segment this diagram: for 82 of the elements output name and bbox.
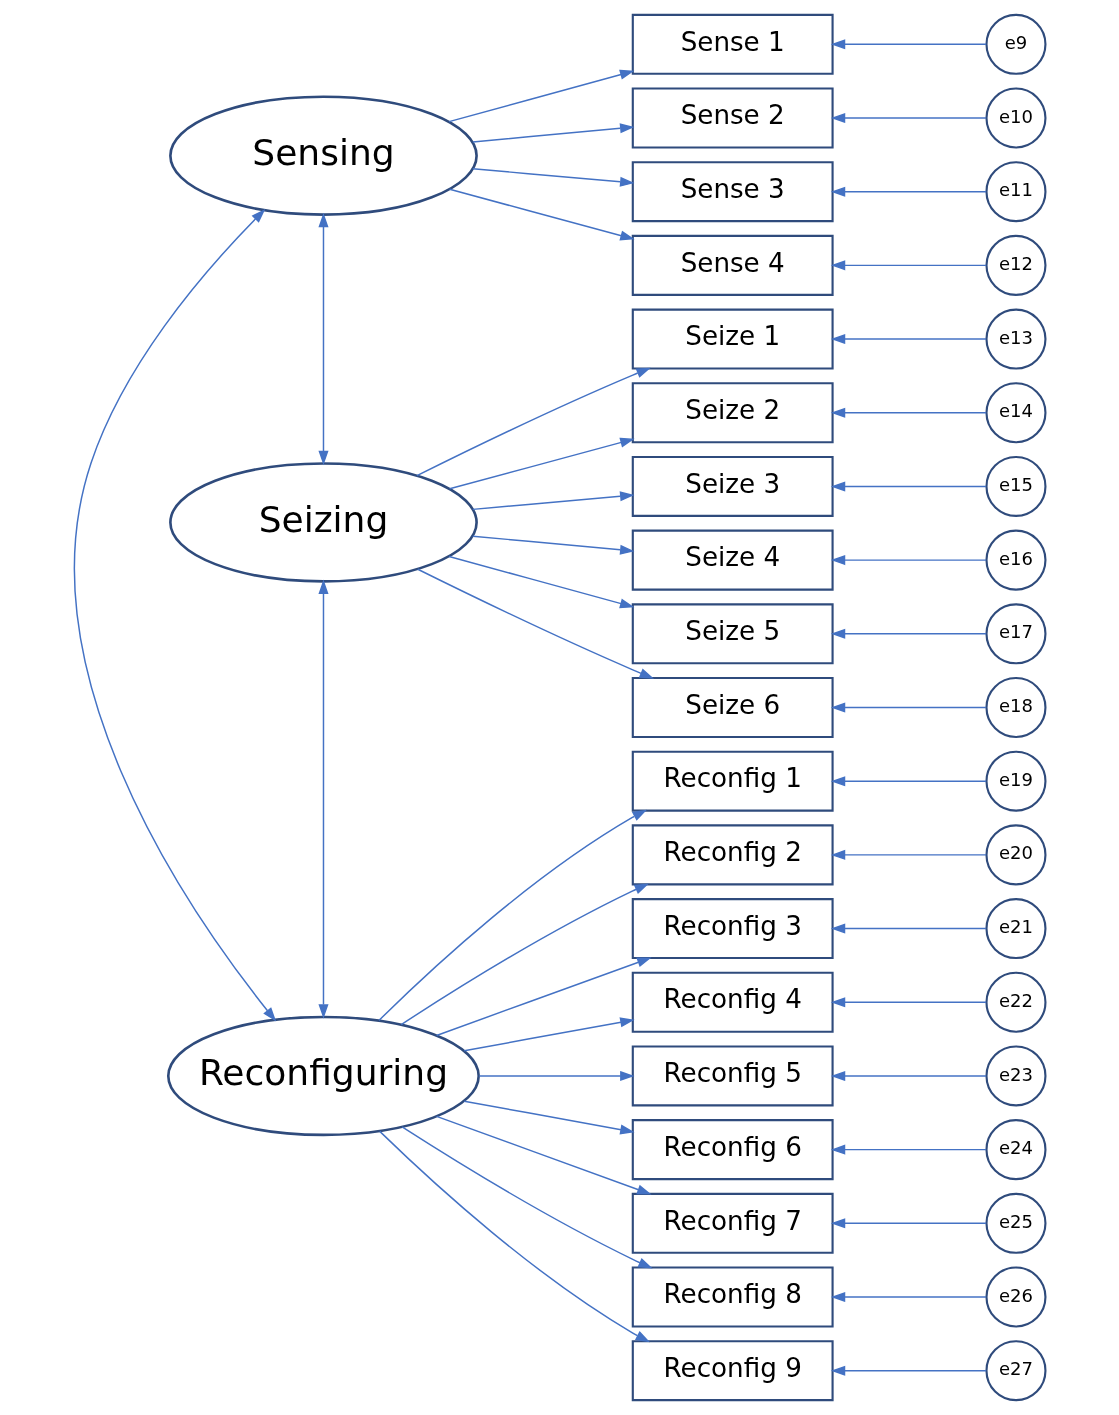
- node-circle: e13: [985, 308, 1047, 370]
- node-circle: e26: [985, 1266, 1047, 1328]
- node-circle: e16: [985, 529, 1047, 591]
- arrow: [417, 568, 655, 679]
- node-box: Sense 2: [631, 87, 834, 149]
- node-box: Seize 2: [631, 382, 834, 444]
- arrow: [830, 923, 987, 934]
- arrow: [435, 957, 652, 1037]
- arrow: [830, 334, 987, 345]
- arrow: [416, 367, 651, 477]
- node-box: Seize 3: [631, 455, 834, 517]
- arrow: [379, 1130, 651, 1343]
- arrow: [830, 186, 987, 197]
- node-circle: e9: [985, 13, 1047, 75]
- node-box: Sense 4: [631, 234, 834, 296]
- node-box: Reconfig 1: [631, 750, 834, 812]
- node-circle: e11: [985, 161, 1047, 223]
- node-circle: e22: [985, 971, 1047, 1033]
- arrow: [830, 628, 987, 639]
- arrow: [472, 168, 635, 187]
- node-circle: e10: [985, 87, 1047, 149]
- arrow: [830, 997, 987, 1008]
- arrow: [463, 1017, 635, 1052]
- node-box: Reconfig 6: [631, 1119, 834, 1181]
- arrow: [830, 776, 987, 787]
- arrow: [830, 1218, 987, 1229]
- node-box: Sense 3: [631, 161, 834, 223]
- node-box: Seize 4: [631, 529, 834, 591]
- arrow: [378, 809, 647, 1022]
- arrow: [830, 1365, 987, 1376]
- arrow: [318, 212, 329, 466]
- node-ellipse: Seizing: [169, 462, 478, 583]
- node-circle: e25: [985, 1192, 1047, 1254]
- arrow: [472, 491, 635, 511]
- node-box: Reconfig 4: [631, 971, 834, 1033]
- arrow: [401, 1126, 653, 1269]
- node-circle: e15: [985, 455, 1047, 517]
- arrow: [448, 437, 635, 490]
- node-circle: e17: [985, 603, 1047, 665]
- arrow: [318, 579, 329, 1019]
- node-ellipse: Sensing: [169, 95, 478, 216]
- node-box: Seize 6: [631, 676, 834, 739]
- node-circle: e21: [985, 898, 1047, 960]
- node-box: Reconfig 8: [631, 1266, 834, 1328]
- arrow: [73, 209, 277, 1022]
- arrow: [830, 849, 987, 860]
- node-circle: e14: [985, 382, 1047, 444]
- arrow: [435, 1115, 652, 1195]
- node-box: Seize 5: [631, 603, 834, 665]
- node-box: Reconfig 9: [631, 1340, 834, 1402]
- arrow: [830, 1291, 987, 1303]
- arrow: [830, 481, 987, 492]
- node-circle: e12: [985, 234, 1047, 296]
- arrow: [830, 112, 987, 124]
- node-box: Reconfig 7: [631, 1192, 834, 1254]
- arrow: [830, 555, 987, 566]
- arrow: [478, 1070, 635, 1081]
- node-box: Reconfig 5: [631, 1045, 834, 1107]
- node-box: Seize 1: [631, 308, 834, 370]
- node-circle: e19: [985, 750, 1047, 812]
- node-circle: e27: [985, 1340, 1047, 1402]
- node-box: Reconfig 3: [631, 898, 834, 960]
- arrow: [830, 260, 987, 271]
- arrow: [400, 883, 649, 1026]
- node-box: Reconfig 2: [631, 824, 834, 886]
- arrow: [830, 1144, 987, 1155]
- arrow: [448, 555, 635, 609]
- arrow: [830, 702, 987, 713]
- node-circle: e24: [985, 1119, 1047, 1181]
- arrow: [448, 188, 635, 241]
- arrow: [448, 69, 635, 123]
- arrow: [830, 1070, 987, 1081]
- arrow: [472, 535, 635, 555]
- node-ellipse: Reconfiguring: [167, 1015, 480, 1137]
- arrow: [830, 39, 987, 50]
- arrow: [463, 1100, 635, 1135]
- node-circle: e23: [985, 1045, 1047, 1107]
- arrow: [472, 123, 635, 143]
- node-circle: e20: [985, 824, 1047, 886]
- node-box: Sense 1: [631, 13, 834, 75]
- node-circle: e18: [985, 676, 1047, 739]
- arrow: [830, 407, 987, 418]
